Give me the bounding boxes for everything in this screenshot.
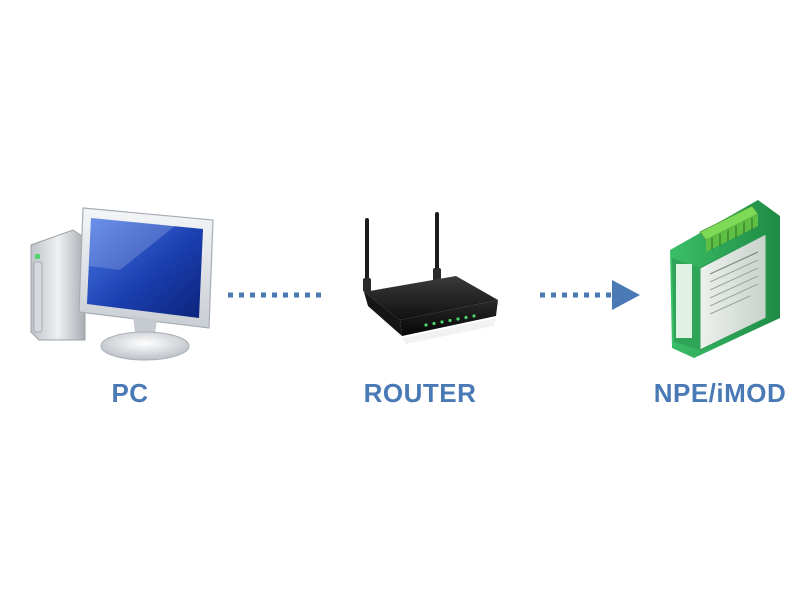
desktop-computer-icon	[30, 207, 214, 361]
npe-imod-node	[660, 198, 785, 363]
arrow-head-icon	[612, 280, 640, 310]
din-rail-module-icon	[670, 200, 780, 358]
router-node	[360, 208, 500, 348]
pc-node	[25, 200, 220, 370]
router-label: ROUTER	[363, 378, 477, 408]
wireless-router-icon	[363, 212, 498, 344]
pc-label: PC	[111, 378, 149, 408]
npe-imod-label: NPE/iMOD	[653, 378, 787, 408]
